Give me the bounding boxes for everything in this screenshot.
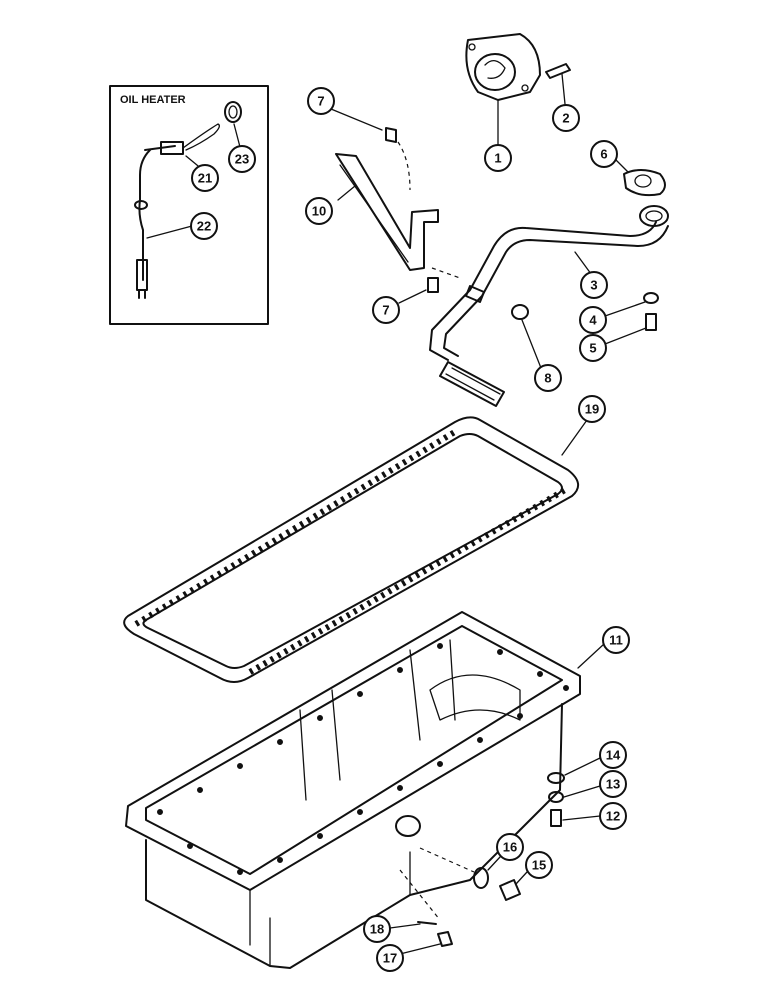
- callout-21: 21: [191, 164, 219, 192]
- callout-8: 8: [534, 364, 562, 392]
- screw-lower: [427, 277, 439, 293]
- oil-heater-inset: OIL HEATER: [109, 85, 269, 325]
- svg-text:19: 19: [585, 402, 599, 417]
- callout-12: 12: [599, 802, 627, 830]
- svg-text:23: 23: [235, 152, 249, 167]
- callout-3: 3: [580, 271, 608, 299]
- heater-plug: [136, 259, 148, 291]
- callout-14: 14: [599, 741, 627, 769]
- callout-15: 15: [525, 851, 553, 879]
- svg-text:6: 6: [600, 147, 607, 162]
- svg-text:15: 15: [532, 858, 546, 873]
- svg-text:21: 21: [198, 171, 212, 186]
- callout-7-upper: 7: [307, 87, 335, 115]
- callout-11: 11: [602, 626, 630, 654]
- callout-10: 10: [305, 197, 333, 225]
- svg-text:14: 14: [606, 748, 621, 763]
- svg-text:7: 7: [382, 303, 389, 318]
- tube-nut: [511, 304, 542, 369]
- oil-pump: [465, 33, 541, 146]
- suction-tube: [429, 205, 669, 407]
- callout-13: 13: [599, 770, 627, 798]
- plug-washer-mid: [548, 785, 601, 803]
- svg-text:12: 12: [606, 809, 620, 824]
- plug-screw: [550, 809, 601, 827]
- callout-7-lower: 7: [372, 296, 400, 324]
- drain-washer: [473, 856, 501, 889]
- tube-gasket: [615, 159, 666, 197]
- callout-23: 23: [228, 145, 256, 173]
- screw-upper: [385, 127, 397, 143]
- callout-17: 17: [376, 944, 404, 972]
- callout-19: 19: [578, 395, 606, 423]
- tube-bolt: [604, 313, 657, 345]
- oil-pan: [125, 611, 605, 969]
- pickup-screen: [439, 361, 505, 407]
- plug-washer-top: [547, 757, 601, 784]
- callout-16: 16: [496, 833, 524, 861]
- callout-6: 6: [590, 140, 618, 168]
- svg-text:13: 13: [606, 777, 620, 792]
- svg-text:10: 10: [312, 204, 326, 219]
- drain-boss: [395, 815, 421, 837]
- callout-4: 4: [579, 306, 607, 334]
- drain-plug: [419, 847, 528, 901]
- svg-text:5: 5: [589, 341, 596, 356]
- pan-gasket: [123, 416, 588, 683]
- svg-text:16: 16: [503, 840, 517, 855]
- callout-22: 22: [190, 212, 218, 240]
- callout-18: 18: [363, 915, 391, 943]
- dipstick-tube: [389, 869, 453, 955]
- svg-text:4: 4: [589, 313, 597, 328]
- svg-text:18: 18: [370, 922, 384, 937]
- svg-text:22: 22: [197, 219, 211, 234]
- seal-ring: [224, 101, 242, 123]
- pickup-bracket: [330, 108, 461, 304]
- callout-5: 5: [579, 334, 607, 362]
- pump-bolt: [545, 63, 571, 105]
- svg-text:17: 17: [383, 951, 397, 966]
- inset-title: OIL HEATER: [120, 94, 186, 106]
- callout-1: 1: [484, 144, 512, 172]
- svg-text:3: 3: [590, 278, 597, 293]
- heater-cord: [138, 149, 151, 281]
- inset-frame: [109, 85, 269, 325]
- svg-text:11: 11: [609, 633, 623, 648]
- svg-text:1: 1: [494, 151, 501, 166]
- callout-2: 2: [552, 104, 580, 132]
- svg-text:7: 7: [317, 94, 324, 109]
- svg-text:2: 2: [562, 111, 569, 126]
- tube-washer: [604, 292, 659, 317]
- svg-text:8: 8: [544, 371, 551, 386]
